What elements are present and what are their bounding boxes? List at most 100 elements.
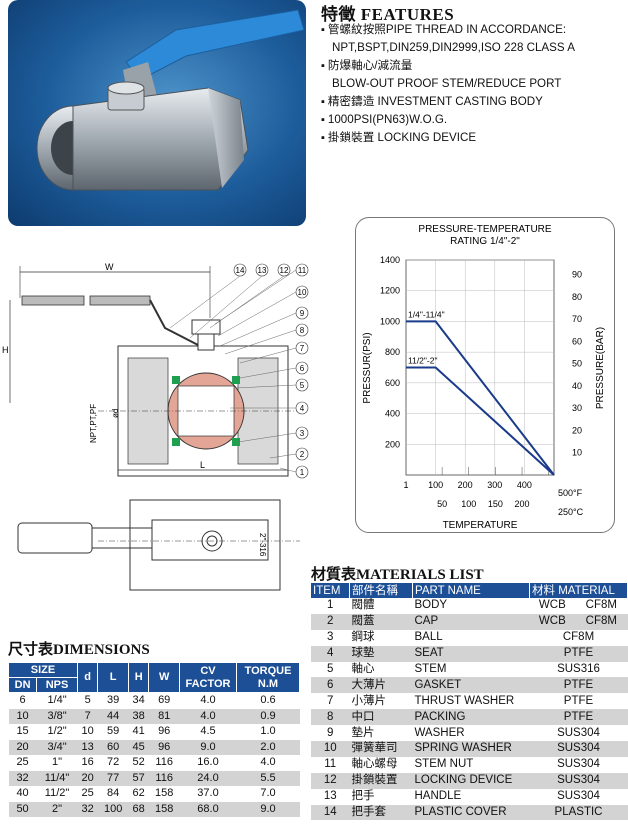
svg-text:9: 9 [300,309,305,318]
dims-cell-w: 81 [148,708,180,724]
materials-material-2: CF8M [575,613,628,630]
y-right-tick-label: 30 [572,403,582,413]
svg-text:3: 3 [300,429,305,438]
dims-cell-dn: 20 [8,739,37,755]
dims-cell-cv: 4.5 [200,725,216,738]
dims-cell-torque: 1.0 [260,725,276,738]
dims-cell-cv: 24.0 [179,770,237,786]
chart-ylabel: PRESSUR(PSI) [362,332,373,403]
materials-material: PTFE [529,645,628,662]
feature-line: NPT,BSPT,DIN259,DIN2999,ISO 228 CLASS A [332,41,575,54]
materials-item: 8 [311,709,350,726]
materials-item: 11 [324,758,337,771]
dims-cell-cv: 37.0 [197,787,219,800]
dims-cell-w: 158 [155,787,174,800]
dims-cell-dn: 6 [19,694,26,707]
svg-text:4: 4 [300,404,305,413]
materials-item: 12 [311,772,350,789]
dim-h-label: H [2,345,9,355]
dims-cell-dn: 25 [16,756,29,769]
header-material: 材料 MATERIAL [529,583,628,598]
dims-cell-nps: 1/2" [47,725,67,738]
svg-text:14: 14 [236,266,245,275]
materials-material: PTFE [529,677,628,694]
dimensions-title: 尺寸表DIMENSIONS [8,642,150,658]
dims-header-row-2: DN NPS [7,677,300,693]
dims-cell-torque: 4.0 [260,756,276,769]
materials-part-en: BALL [414,631,443,644]
chart-ticks: 2004006008001000120014001020304050607080… [380,255,582,509]
callout-group: 14 13 12 11 10 9 8 7 6 5 4 3 2 1 [233,263,309,479]
dims-cell-w: 96 [148,739,180,755]
materials-part-en: GASKET [412,677,530,694]
materials-item: 7 [327,694,334,707]
dims-cell-nps: 3/8" [36,708,78,724]
dims-cell-torque: 5.5 [236,770,300,786]
header-h: H [127,662,150,693]
materials-item: 13 [323,790,337,803]
materials-part-cn: 球墊 [349,645,413,662]
header-l: L [97,662,129,693]
materials-part-en: CAP [412,613,530,630]
materials-part-en: STEM [414,663,447,675]
materials-material: SUS304 [529,741,628,757]
materials-part-cn: 把手 [351,790,375,803]
dims-cell-dn: 10 [8,708,37,724]
dims-cell-w: 116 [148,770,180,786]
y-right-tick-label: 80 [572,292,582,302]
svg-text:7: 7 [300,344,305,353]
dims-cell-cv: 4.0 [200,694,216,707]
ball-valve-illustration [36,9,305,191]
materials-material: PTFE [563,694,594,707]
materials-part-cn: 墊片 [351,726,375,739]
materials-part-en: PACKING [412,709,530,726]
feature-line: BLOW-OUT PROOF STEM/REDUCE PORT [332,77,562,90]
dims-cell-d: 13 [77,739,98,755]
materials-item: 3 [327,631,334,644]
dims-cell-torque: 7.0 [260,787,276,800]
callout-8: 8 [295,323,309,337]
y-tick-label: 800 [385,347,400,357]
dims-cell-w: 158 [148,801,180,817]
svg-text:13: 13 [258,266,267,275]
chart-x-unit-c: 250°C [558,507,584,517]
materials-part-cn: 掛鎖裝置 [349,772,413,789]
dims-cell-h: 52 [132,756,145,769]
dims-header-row-1: SIZE d L H W CV FACTOR TORQUE N.M [8,662,300,693]
chart-xlabel: TEMPERATURE [443,520,518,531]
dim-w-label: W [105,262,114,272]
dims-cell-cv: 4.0 [179,708,237,724]
series-label: 1/4"-11/4" [408,309,445,319]
chart-series: 1/4"-11/4"11/2"-2" [406,309,555,476]
header-dn: DN [7,677,38,693]
materials-part-en: THRUST WASHER [414,694,515,707]
chart-x-unit-f: 500°F [558,488,583,498]
dims-cell-w: 96 [158,725,171,738]
y-right-tick-label: 40 [572,381,582,391]
dims-cell-l: 77 [97,770,129,786]
callout-11: 11 [295,263,309,277]
dims-cell-h: 45 [128,739,149,755]
x-c-tick-label: 200 [515,499,530,509]
materials-item: 1 [327,599,334,612]
dims-cell-dn: 40 [16,787,29,800]
svg-text:5: 5 [300,381,305,390]
dims-cell-h: 38 [128,708,149,724]
materials-part-en: LOCKING DEVICE [412,772,530,789]
dims-cell-dn: 32 [8,770,37,786]
thread-label: NPT,PT,PF [89,404,98,443]
x-tick-label: 200 [458,480,473,490]
materials-material: SUS304 [529,772,628,789]
dims-cell-l: 59 [107,725,120,738]
header-item: ITEM [311,583,350,598]
